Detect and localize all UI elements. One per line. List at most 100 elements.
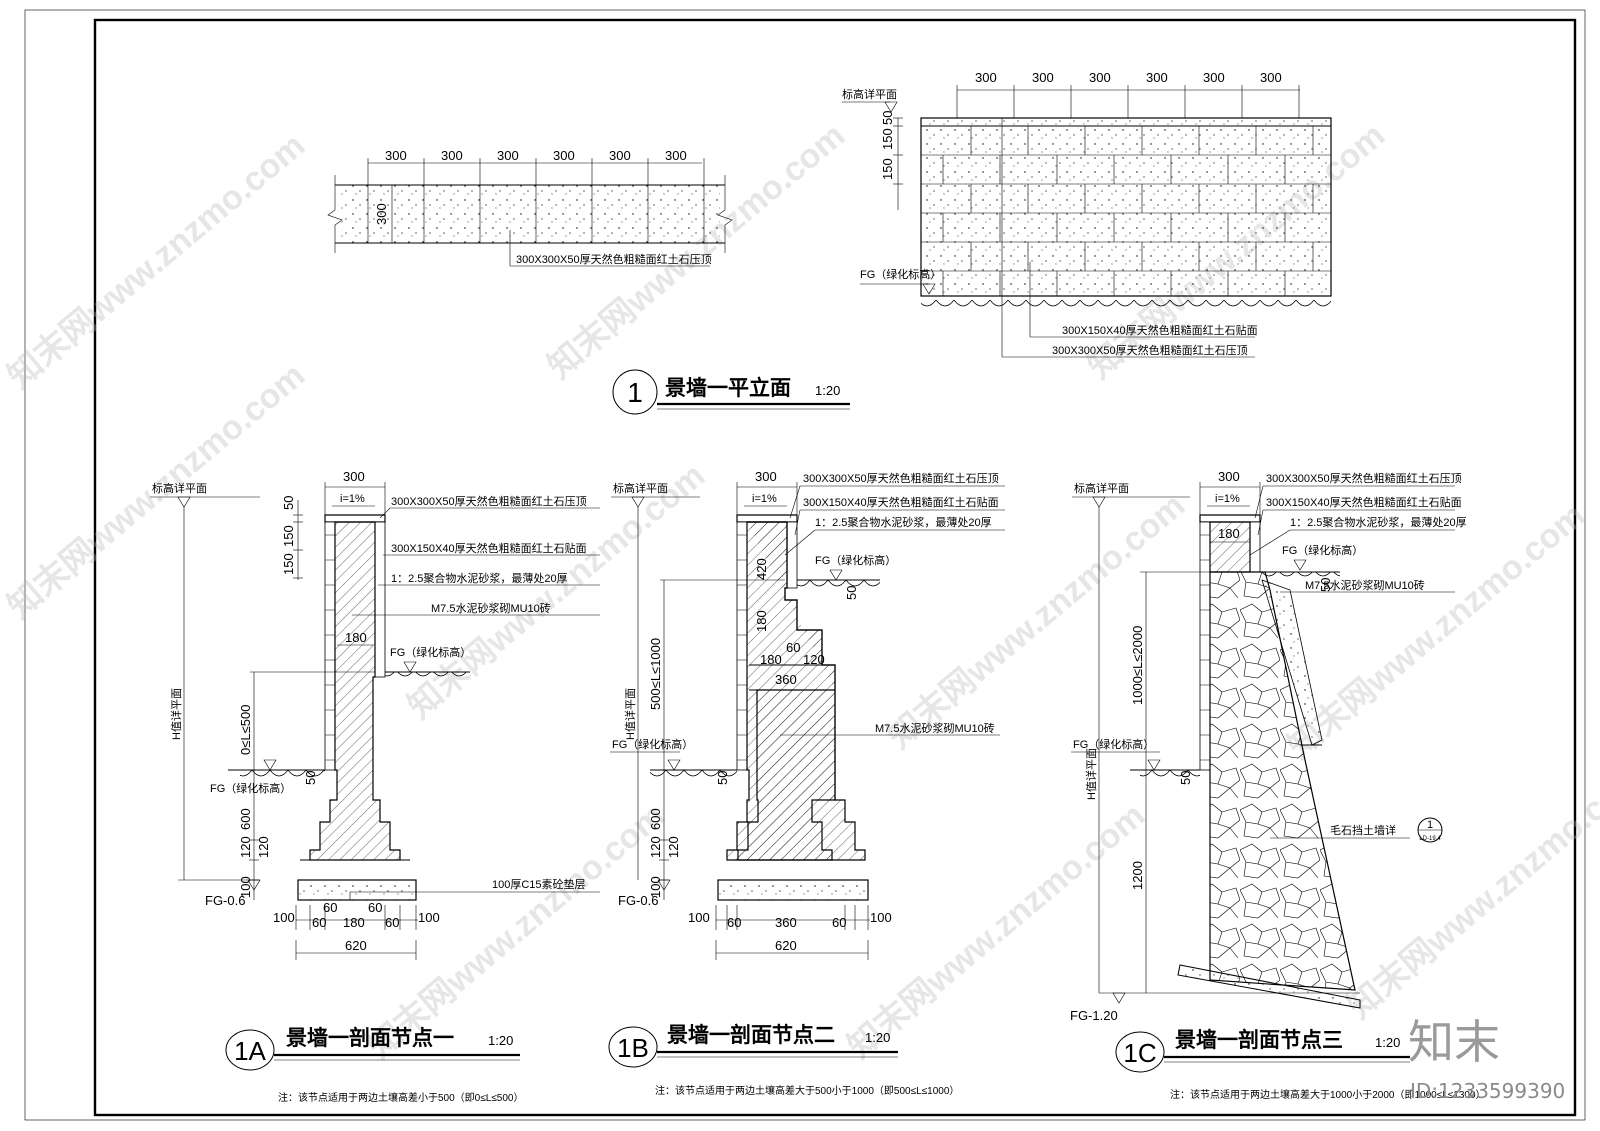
1c-h-value: H值详平面 — [1084, 748, 1098, 800]
1b-dim-120: 120 — [803, 652, 825, 667]
brand-id: ID:1233599390 — [1410, 1079, 1565, 1103]
1b-range: 500≤L≤1000 — [648, 638, 663, 710]
brand-logo: 知末 — [1408, 1015, 1500, 1069]
1a-bot-60b: 60 — [368, 900, 382, 915]
1b-dim-360: 360 — [775, 672, 797, 687]
1a-range: 0≤L≤500 — [238, 705, 253, 755]
1b-dim-50r: 50 — [844, 586, 859, 600]
elev-label-coping: 300X300X50厚天然色粗糙面红土石压顶 — [1052, 343, 1248, 357]
elev-top-label: 标高详平面 — [842, 87, 897, 101]
elev-side-dim: 150 — [880, 158, 895, 180]
title-1c: 1C 景墙一剖面节点三 1:20 注：该节点适用于两边土壤高差大于1000小于2… — [1115, 1028, 1486, 1101]
1a-fg-minus: FG-0.6 — [205, 893, 245, 908]
elev-side-dim: 50 — [880, 111, 895, 125]
watermark: 知末网www.znzmo.com — [361, 796, 672, 1066]
title-1c-scale: 1:20 — [1375, 1035, 1400, 1050]
1a-top-label: 标高详平面 — [152, 481, 207, 495]
1a-label-mortar: 1：2.5聚合物水泥砂浆，最薄处20厚 — [391, 571, 568, 585]
1c-slope: i=1% — [1215, 493, 1240, 505]
1a-label-brick: M7.5水泥砂浆砌MU10砖 — [431, 601, 551, 615]
title-plan-elevation: 1 景墙一平立面 1:20 — [612, 369, 850, 415]
watermark: 知末网www.znzmo.com — [1341, 756, 1600, 1026]
1a-fg-right: FG（绿化标高） — [390, 645, 471, 659]
1b-dim-50b: 50 — [715, 771, 730, 785]
plan-side-dim: 300 — [374, 203, 389, 225]
elev-dim: 300 — [1260, 70, 1282, 85]
watermark: 知末网www.znzmo.com — [841, 796, 1152, 1066]
1a-total: 620 — [345, 938, 367, 953]
1c-fg-minus: FG-1.20 — [1070, 1008, 1118, 1023]
1b-dim-180b: 180 — [760, 652, 782, 667]
title-1-number: 1 — [627, 377, 643, 408]
1c-label-brick: M7.5水泥砂浆砌MU10砖 — [1305, 578, 1425, 592]
title-1a-text: 景墙一剖面节点一 — [286, 1026, 454, 1050]
1b-label-coping: 300X300X50厚天然色粗糙面红土石压顶 — [803, 471, 999, 485]
1b-h-value: H值详平面 — [623, 688, 637, 740]
1a-fg-left: FG（绿化标高） — [210, 781, 291, 795]
1a-dim-120a: 120 — [238, 836, 253, 858]
plan-dim: 300 — [385, 148, 407, 163]
1b-label-brick: M7.5水泥砂浆砌MU10砖 — [875, 721, 995, 735]
elev-dim: 300 — [1032, 70, 1054, 85]
elev-label-facing: 300X150X40厚天然色粗糙面红土石贴面 — [1062, 323, 1258, 337]
1c-label-rubble: 毛石挡土墙详 — [1330, 823, 1396, 837]
1c-label-facing: 300X150X40厚天然色粗糙面红土石贴面 — [1266, 495, 1462, 509]
1b-fg-right: FG（绿化标高） — [815, 553, 896, 567]
elev-fg-label: FG（绿化标高） — [860, 267, 941, 281]
plan-dim: 300 — [665, 148, 687, 163]
1c-top-label: 标高详平面 — [1074, 481, 1129, 495]
1c-dim-1200: 1200 — [1130, 861, 1145, 890]
1a-label-facing: 300X150X40厚天然色粗糙面红土石贴面 — [391, 541, 587, 555]
plan-material-label: 300X300X50厚天然色粗糙面红土石压顶 — [516, 252, 712, 266]
1a-bot-dim: 60 — [312, 915, 326, 930]
1c-dim-300: 300 — [1218, 469, 1240, 484]
elev-side-dim: 150 — [880, 128, 895, 150]
1b-total: 620 — [775, 938, 797, 953]
1c-fg-left: FG（绿化标高） — [1073, 737, 1154, 751]
title-1-text: 景墙一平立面 — [665, 376, 791, 400]
1c-ref-num: 1 — [1427, 819, 1433, 831]
inner-border — [93, 18, 1577, 1117]
plan-dim-ticks — [367, 158, 705, 185]
title-1b-number: 1B — [617, 1033, 649, 1063]
1a-dim-300: 300 — [343, 469, 365, 484]
1a-bot-dim: 60 — [385, 915, 399, 930]
1a-label-cushion: 100厚C15素砼垫层 — [492, 877, 586, 891]
1a-dim-50: 50 — [281, 496, 296, 510]
1c-range: 1000≤L≤2000 — [1130, 626, 1145, 705]
plan-view: 300 300 300 300 300 300 300 300X300X50厚天… — [327, 148, 733, 267]
1c-dim-180: 180 — [1218, 526, 1240, 541]
title-1a: 1A 景墙一剖面节点一 1:20 注：该节点适用于两边土壤高差小于500（即0≤… — [225, 1026, 523, 1104]
1b-slope: i=1% — [752, 493, 777, 505]
note-1b: 注：该节点适用于两边土壤高差大于500小于1000（即500≤L≤1000） — [655, 1084, 959, 1097]
1a-bot-dim: 100 — [273, 910, 295, 925]
1b-fg-minus: FG-0.6 — [618, 893, 658, 908]
1b-dim-120b: 120 — [666, 836, 681, 858]
1c-label-coping: 300X300X50厚天然色粗糙面红土石压顶 — [1266, 471, 1462, 485]
1a-dim-50b: 50 — [303, 771, 318, 785]
1b-dim-600: 600 — [648, 808, 663, 830]
1a-h-value: H值详平面 — [169, 688, 183, 740]
1c-fg-right: FG（绿化标高） — [1282, 543, 1363, 557]
1b-label-facing: 300X150X40厚天然色粗糙面红土石贴面 — [803, 495, 999, 509]
elev-dim: 300 — [1089, 70, 1111, 85]
watermark: 知末网www.znzmo.com — [1, 126, 312, 396]
1a-dim-150b: 150 — [281, 553, 296, 575]
watermark: 知末网www.znzmo.com — [1281, 496, 1592, 766]
section-1b: 标高详平面 H值详平面 300 i=1% 300X300X50厚天然色粗糙面红土… — [610, 469, 1005, 960]
title-1-scale: 1:20 — [815, 383, 840, 398]
1a-dim-150a: 150 — [281, 525, 296, 547]
1a-dim-180: 180 — [345, 630, 367, 645]
1b-bot-dim: 60 — [832, 915, 846, 930]
elev-dim: 300 — [1146, 70, 1168, 85]
title-1c-text: 景墙一剖面节点三 — [1175, 1028, 1343, 1052]
1b-label-mortar: 1：2.5聚合物水泥砂浆，最薄处20厚 — [815, 515, 992, 529]
1a-bot-dim: 100 — [418, 910, 440, 925]
1b-fg-left: FG（绿化标高） — [612, 737, 693, 751]
section-1c: 标高详平面 H值详平面 300 i=1% 300X300X50厚天然色粗糙面红土… — [1070, 469, 1467, 1023]
title-1a-number: 1A — [234, 1036, 266, 1066]
1c-label-mortar: 1：2.5聚合物水泥砂浆，最薄处20厚 — [1290, 515, 1467, 529]
title-1a-scale: 1:20 — [488, 1033, 513, 1048]
title-1b-text: 景墙一剖面节点二 — [667, 1023, 835, 1047]
